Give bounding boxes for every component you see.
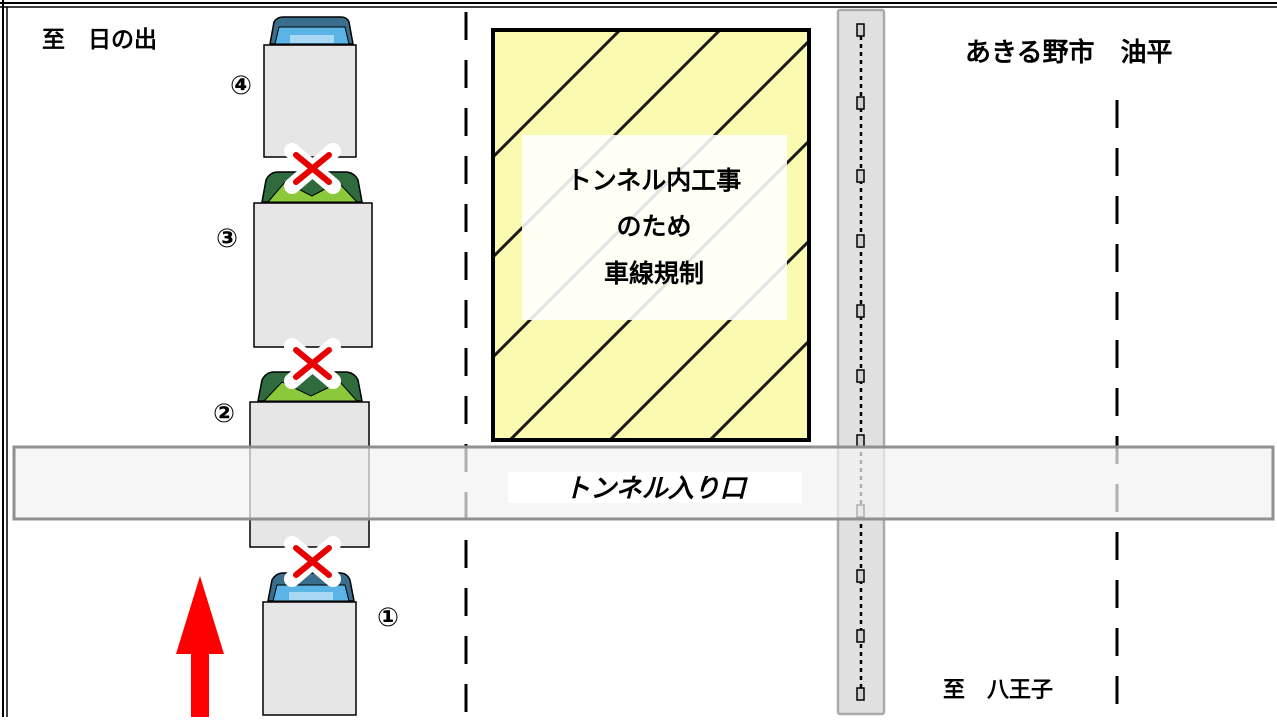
tunnel-entrance-label-box: [508, 472, 802, 503]
truck-3: [253, 171, 373, 348]
construction-line-2: のため: [616, 212, 691, 241]
truck-1: [262, 572, 357, 716]
cross-mark-3-2: [284, 338, 341, 389]
truck-4-cab: [269, 16, 354, 45]
truck-4-body: [263, 44, 357, 158]
label-akiruno-aburahira: あきる野市 油平: [965, 37, 1172, 68]
construction-zone: トンネル内工事 のため 車線規制: [491, 28, 811, 442]
truck-4: [263, 16, 357, 158]
direction-arrow: [176, 576, 224, 717]
tunnel-entrance-label: トンネル入り口: [564, 474, 748, 504]
tunnel-entrance-band: トンネル入り口: [12, 445, 1275, 521]
vehicle-number-2: ②: [213, 399, 235, 429]
label-to-hachioji: 至 八王子: [943, 678, 1053, 703]
vehicle-number-4: ④: [230, 71, 252, 101]
truck-1-body: [262, 601, 357, 716]
truck-1-cab: [267, 572, 355, 602]
construction-label-box: [522, 135, 787, 320]
cross-mark-2-1: [284, 536, 341, 587]
vehicle-number-3: ③: [216, 224, 238, 254]
cross-mark-4-3: [284, 143, 341, 194]
vehicle-number-1: ①: [377, 603, 399, 633]
median-posts: [856, 23, 865, 701]
truck-3-body: [253, 202, 373, 348]
median-strip: [836, 8, 886, 716]
construction-line-1: トンネル内工事: [567, 166, 742, 195]
label-to-hinode: 至 日の出: [42, 27, 157, 53]
construction-line-3: 車線規制: [604, 259, 704, 288]
truck-2-cab: [257, 371, 363, 402]
